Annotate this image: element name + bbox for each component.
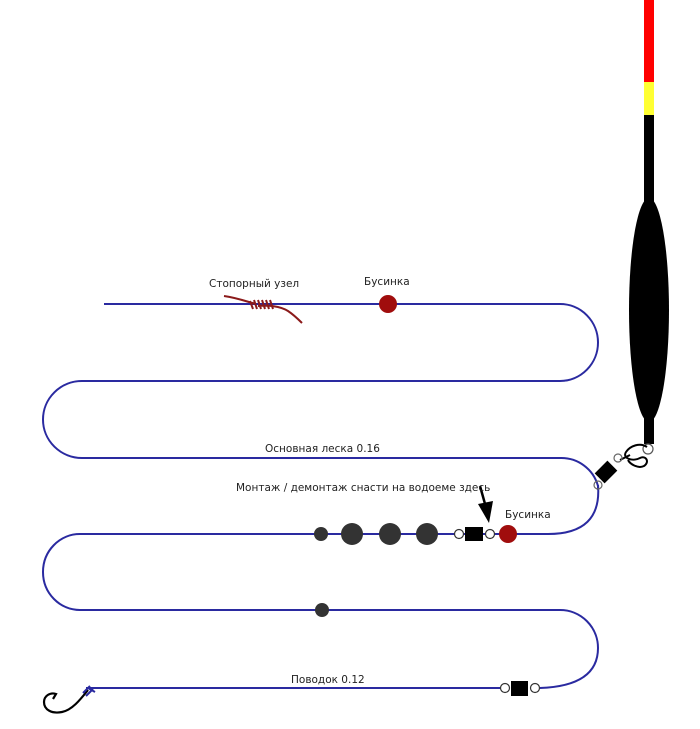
swivel-body-icon	[465, 527, 483, 541]
label-assembly-note: Монтаж / демонтаж снасти на водоеме здес…	[236, 482, 490, 494]
shot-large-2	[379, 523, 401, 545]
hook-knot-icon	[82, 685, 96, 697]
label-bead-bottom: Бусинка	[505, 509, 551, 521]
label-leader: Поводок 0.12	[291, 674, 365, 686]
swivel-ring-icon	[484, 528, 496, 540]
swivel-body-icon	[511, 681, 528, 696]
float-antenna-yellow	[644, 82, 654, 115]
connector-swivel	[453, 527, 496, 541]
swivel-ring-icon	[529, 682, 541, 694]
swivel-ring-icon	[613, 453, 623, 463]
assembly-arrow-icon	[478, 485, 493, 523]
knot-icon	[223, 295, 303, 324]
snap-clip-icon	[624, 443, 648, 468]
hook-icon	[42, 685, 96, 714]
shot-large-1	[341, 523, 363, 545]
float-antenna-red	[644, 0, 654, 82]
label-bead-top: Бусинка	[364, 276, 410, 288]
float	[629, 0, 669, 444]
swivel-ring-icon	[593, 480, 603, 490]
swivel-ring-icon	[453, 528, 465, 540]
label-main-line: Основная леска 0.16	[265, 443, 380, 455]
float-stem	[644, 115, 654, 210]
leader-swivel	[499, 681, 541, 696]
bead-top	[379, 295, 397, 313]
float-keel	[644, 400, 654, 444]
float-swivel	[593, 443, 654, 490]
swivel-ring-icon	[642, 443, 654, 455]
swivel-body-icon	[594, 460, 618, 484]
shot-small-1	[314, 527, 328, 541]
label-stopper-knot: Стопорный узел	[209, 278, 299, 290]
swivel-ring-icon	[499, 682, 511, 694]
stopper-knot	[223, 295, 303, 324]
main-line	[42, 303, 599, 490]
float-body	[629, 198, 669, 422]
main-line-lower-loop	[42, 484, 600, 689]
shot-small-2	[315, 603, 329, 617]
bead-bottom	[499, 525, 517, 543]
shot-large-3	[416, 523, 438, 545]
